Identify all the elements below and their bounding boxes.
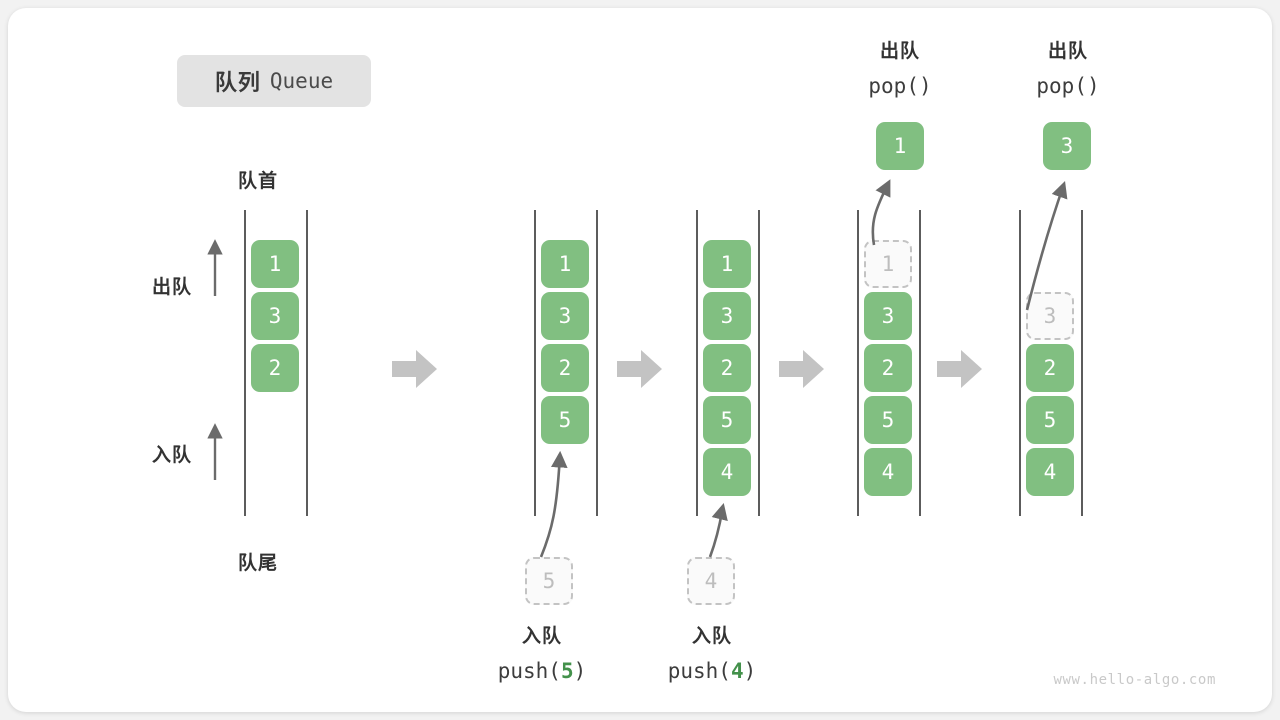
queue-cell: 2: [703, 344, 751, 392]
queue-cell: 5: [541, 396, 589, 444]
push-arrow-2: [708, 502, 728, 558]
queue-cell: 4: [703, 448, 751, 496]
queue-rail: [758, 210, 760, 516]
queue-cell: 5: [703, 396, 751, 444]
queue-cell: 5: [1026, 396, 1074, 444]
pop-arrow-1: [871, 179, 891, 246]
queue-cell: 4: [864, 448, 912, 496]
queue-ghost-cell: 1: [864, 240, 912, 288]
step-arrow-4: [937, 347, 983, 391]
title-text-en: Queue: [269, 69, 334, 93]
pop-label-1: 出队 pop(): [825, 35, 975, 103]
queue-rail: [306, 210, 308, 516]
pop-label-2-cn: 出队: [1047, 41, 1088, 62]
queue-cell: 2: [864, 344, 912, 392]
queue-incoming-ghost-cell: 5: [525, 557, 573, 605]
popped-element-cell: 1: [876, 122, 924, 170]
push-label-2: 入队 push(4): [637, 620, 787, 688]
queue-cell: 5: [864, 396, 912, 444]
push-label-2-cn: 入队: [691, 626, 732, 647]
queue-rail: [1019, 210, 1021, 516]
queue-cell: 1: [251, 240, 299, 288]
queue-ghost-cell: 3: [1026, 292, 1074, 340]
diagram-title-badge: 队列 Queue: [177, 55, 371, 107]
push-label-1-arg: 5: [560, 659, 574, 683]
pop-label-1-code: pop(): [868, 74, 932, 98]
push-label-2-arg: 4: [730, 659, 744, 683]
site-watermark: www.hello-algo.com: [1053, 672, 1216, 688]
queue-cell: 2: [541, 344, 589, 392]
queue-rail: [919, 210, 921, 516]
pop-label-1-cn: 出队: [879, 41, 920, 62]
queue-cell: 1: [703, 240, 751, 288]
diagram-card: 队列 Queue 队首 队尾 出队 入队 出队 pop() 出队 pop() 入…: [8, 8, 1272, 712]
queue-cell: 3: [541, 292, 589, 340]
step-arrow-3: [779, 347, 825, 391]
pop-label-2-code: pop(): [1036, 74, 1100, 98]
queue-cell: 2: [1026, 344, 1074, 392]
queue-rail: [857, 210, 859, 516]
title-text-cn: 队列: [214, 70, 261, 95]
push-label-2-code: push(4): [667, 659, 757, 683]
dequeue-direction-label: 出队: [152, 277, 193, 298]
queue-cell: 3: [251, 292, 299, 340]
popped-element-cell: 3: [1043, 122, 1091, 170]
enqueue-direction-label: 入队: [152, 445, 193, 466]
queue-cell: 2: [251, 344, 299, 392]
push-arrow-1: [539, 450, 568, 558]
queue-rail: [696, 210, 698, 516]
queue-tail-label: 队尾: [238, 553, 279, 574]
queue-cell: 1: [541, 240, 589, 288]
step-arrow-2: [617, 347, 663, 391]
push-label-1-code: push(5): [497, 659, 587, 683]
queue-rail: [1081, 210, 1083, 516]
push-label-1-cn: 入队: [521, 626, 562, 647]
pop-label-2: 出队 pop(): [993, 35, 1143, 103]
queue-cell: 3: [864, 292, 912, 340]
queue-cell: 3: [703, 292, 751, 340]
queue-rail: [596, 210, 598, 516]
queue-incoming-ghost-cell: 4: [687, 557, 735, 605]
queue-rail: [534, 210, 536, 516]
push-label-1: 入队 push(5): [467, 620, 617, 688]
queue-head-label: 队首: [238, 171, 279, 192]
queue-cell: 4: [1026, 448, 1074, 496]
step-arrow-1: [392, 347, 438, 391]
queue-rail: [244, 210, 246, 516]
